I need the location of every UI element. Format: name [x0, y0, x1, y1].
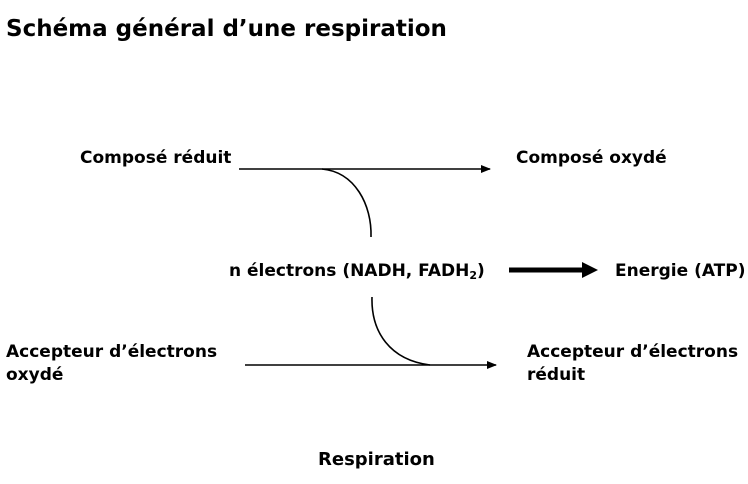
top-electron-curve: [321, 168, 372, 238]
electrons-subscript: 2: [469, 269, 477, 282]
bottom-electron-curve: [371, 296, 431, 366]
label-reduced-compound: Composé réduit: [80, 148, 232, 168]
oxidized-acceptor-line1: Accepteur d’électrons: [6, 342, 218, 362]
electrons-text: n électrons (NADH, FADH: [229, 261, 470, 281]
label-oxidized-acceptor: Accepteur d’électrons oxydé: [6, 341, 217, 387]
label-electrons: n électrons (NADH, FADH2): [229, 260, 485, 282]
label-reduced-acceptor: Accepteur d’électrons réduit: [527, 341, 738, 387]
label-oxidized-compound: Composé oxydé: [516, 148, 667, 168]
oxidized-acceptor-line2: oxydé: [6, 365, 64, 385]
diagram-caption: Respiration: [318, 449, 435, 470]
label-energy: Energie (ATP): [615, 261, 746, 281]
energy-arrow-head: [582, 262, 598, 278]
reduced-acceptor-line2: réduit: [527, 365, 586, 385]
electrons-close: ): [477, 261, 485, 281]
reduced-acceptor-line1: Accepteur d’électrons: [527, 342, 739, 362]
diagram-title: Schéma général d’une respiration: [6, 16, 447, 42]
